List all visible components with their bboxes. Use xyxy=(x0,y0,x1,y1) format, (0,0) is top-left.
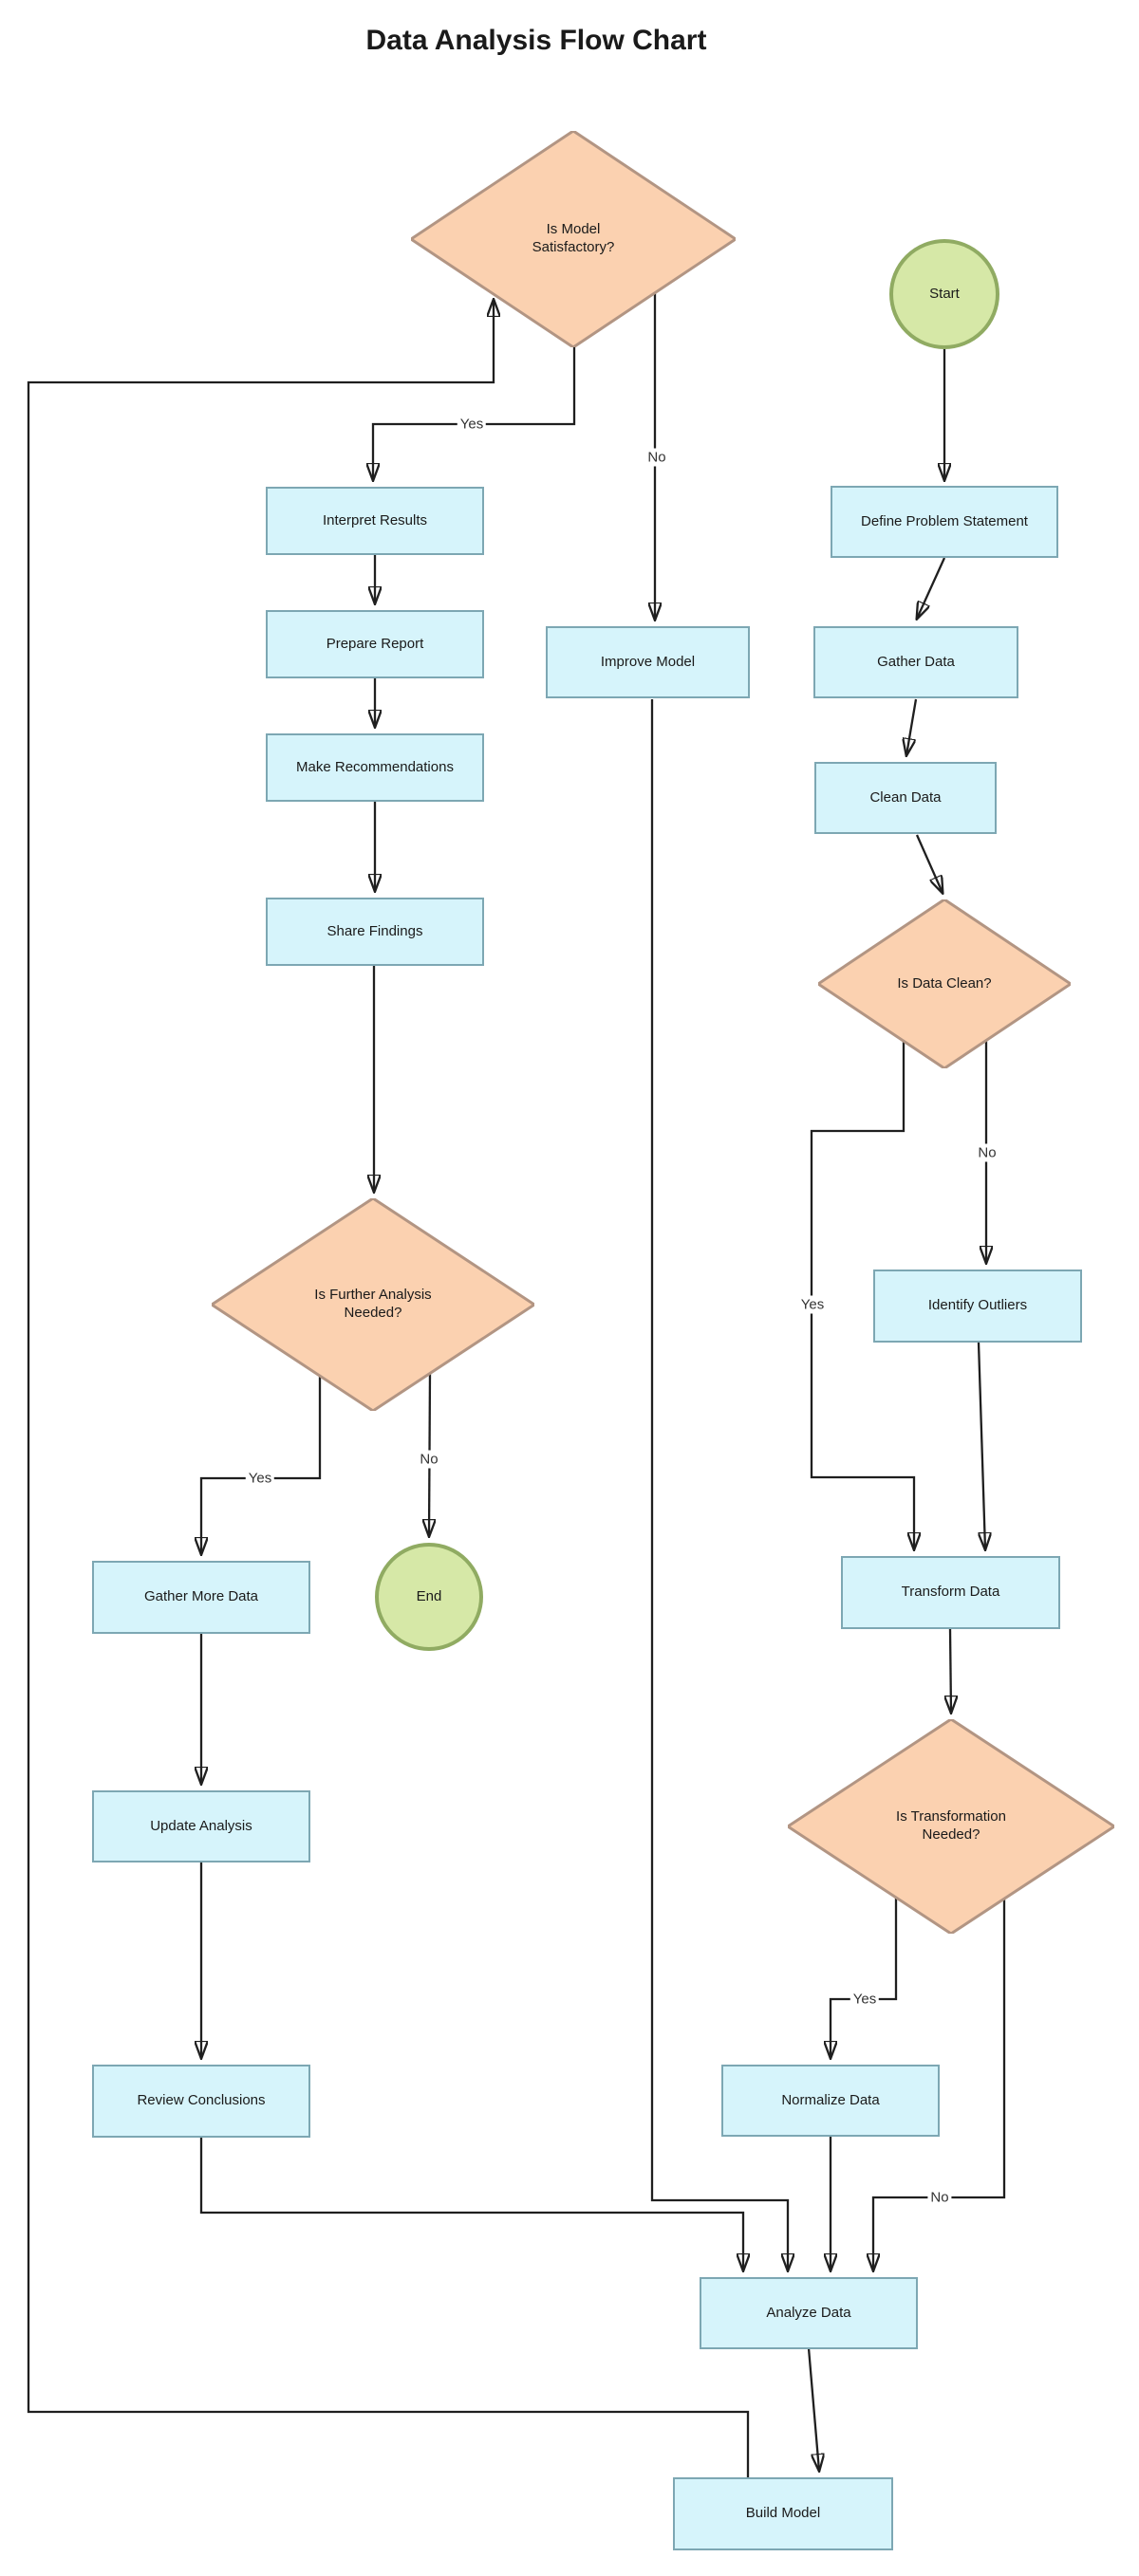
edge-label-clean-yes: Yes xyxy=(797,1295,828,1314)
terminal-start-label: Start xyxy=(929,285,960,302)
node-share-findings: Share Findings xyxy=(266,898,484,966)
edge-build-model-to-is-model-satisfactory xyxy=(27,300,750,2477)
terminal-end-label: End xyxy=(416,1587,442,1604)
edge-label-further-yes: Yes xyxy=(245,1469,275,1488)
node-identify-outliers: Identify Outliers xyxy=(873,1269,1082,1343)
edge-label-model-no: No xyxy=(644,448,669,467)
node-label: Improve Model xyxy=(600,653,696,670)
node-label: Build Model xyxy=(745,2505,821,2522)
edge-label-transformation-no: No xyxy=(927,2188,952,2207)
diamond-shape xyxy=(212,1198,534,1411)
node-build-model: Build Model xyxy=(673,2477,893,2550)
decision-label: Is Further Analysis Needed? xyxy=(314,1287,432,1321)
node-label: Normalize Data xyxy=(781,2091,880,2108)
edge-clean-data-to-is-data-clean xyxy=(915,834,943,893)
edge-is-model-yes-to-interpret-results xyxy=(373,347,576,480)
diamond-shape xyxy=(411,131,736,347)
node-label: Analyze Data xyxy=(766,2304,851,2321)
diamond-shape xyxy=(788,1719,1114,1934)
node-clean-data: Clean Data xyxy=(814,762,997,834)
node-define-problem-statement: Define Problem Statement xyxy=(831,486,1058,558)
node-interpret-results: Interpret Results xyxy=(266,487,484,555)
decision-label: Is Data Clean? xyxy=(897,974,992,991)
edge-label-clean-no: No xyxy=(975,1143,999,1162)
decision-is-transformation-needed: Is Transformation Needed? xyxy=(788,1719,1114,1934)
node-label: Identify Outliers xyxy=(927,1297,1028,1314)
edge-label-model-yes: Yes xyxy=(457,415,487,434)
edge-label-further-no: No xyxy=(417,1450,441,1469)
node-label: Update Analysis xyxy=(150,1817,252,1834)
decision-is-model-satisfactory: Is Model Satisfactory? xyxy=(411,131,736,347)
node-improve-model: Improve Model xyxy=(546,626,750,698)
node-label: Share Findings xyxy=(327,922,423,939)
node-gather-more-data: Gather More Data xyxy=(92,1561,310,1634)
node-update-analysis: Update Analysis xyxy=(92,1790,310,1863)
node-label: Gather More Data xyxy=(143,1588,259,1605)
terminal-start: Start xyxy=(889,239,999,349)
page-title: Data Analysis Flow Chart xyxy=(365,25,707,56)
node-label: Interpret Results xyxy=(322,511,428,528)
decision-label: Is Model Satisfactory? xyxy=(532,221,615,255)
edge-define-problem-to-gather-data xyxy=(917,557,946,619)
node-transform-data: Transform Data xyxy=(841,1556,1060,1629)
node-normalize-data: Normalize Data xyxy=(721,2065,940,2137)
node-analyze-data: Analyze Data xyxy=(700,2277,918,2349)
node-label: Prepare Report xyxy=(326,635,424,652)
edge-improve-model-to-analyze-data xyxy=(650,699,788,2270)
node-make-recommendations: Make Recommendations xyxy=(266,733,484,802)
node-label: Gather Data xyxy=(877,653,955,670)
node-label: Review Conclusions xyxy=(137,2092,266,2109)
node-gather-data: Gather Data xyxy=(813,626,1018,698)
edge-identify-outliers-to-transform-data xyxy=(977,1342,985,1549)
edge-label-transformation-yes: Yes xyxy=(850,1990,880,2009)
node-label: Define Problem Statement xyxy=(861,512,1028,529)
node-label: Make Recommendations xyxy=(296,758,454,775)
node-label: Transform Data xyxy=(901,1584,1000,1601)
node-review-conclusions: Review Conclusions xyxy=(92,2065,310,2138)
diamond-shape xyxy=(818,899,1071,1068)
decision-is-further-analysis-needed: Is Further Analysis Needed? xyxy=(212,1198,534,1411)
edge-gather-data-to-clean-data xyxy=(906,698,918,755)
edge-analyze-data-to-build-model xyxy=(807,2347,819,2471)
node-prepare-report: Prepare Report xyxy=(266,610,484,678)
decision-is-data-clean: Is Data Clean? xyxy=(818,899,1071,1068)
node-label: Clean Data xyxy=(869,788,942,806)
edge-transform-data-to-is-transformation-needed xyxy=(950,1628,951,1713)
decision-label: Is Transformation Needed? xyxy=(896,1808,1006,1843)
edge-review-conclusions-to-analyze-data xyxy=(199,2138,743,2270)
terminal-end: End xyxy=(375,1543,483,1651)
